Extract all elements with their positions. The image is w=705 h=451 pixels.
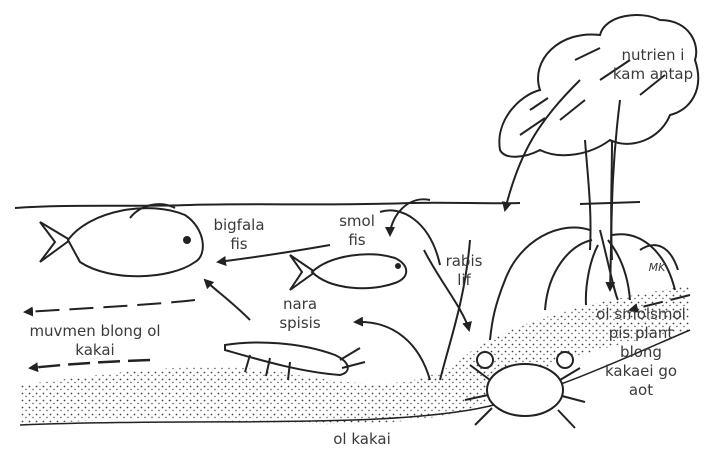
artist-signature: MK <box>640 258 674 277</box>
label-movement: muvmen blong ol kakai <box>20 322 170 360</box>
big-fish-icon <box>40 204 203 276</box>
label-rubbish-leaves: rabis lif <box>440 252 488 290</box>
label-food: ol kakai <box>320 430 404 449</box>
small-fish-icon <box>290 254 406 290</box>
water-surface <box>15 202 640 208</box>
label-plant-bits: ol smolsmol pis plant blong kakaei go ao… <box>582 305 700 400</box>
label-small-fish: smol fis <box>330 212 384 250</box>
label-nutrients: nutrien i kam antap <box>606 46 700 84</box>
label-other-species: nara spisis <box>270 295 330 333</box>
label-big-fish: bigfala fis <box>204 216 274 254</box>
